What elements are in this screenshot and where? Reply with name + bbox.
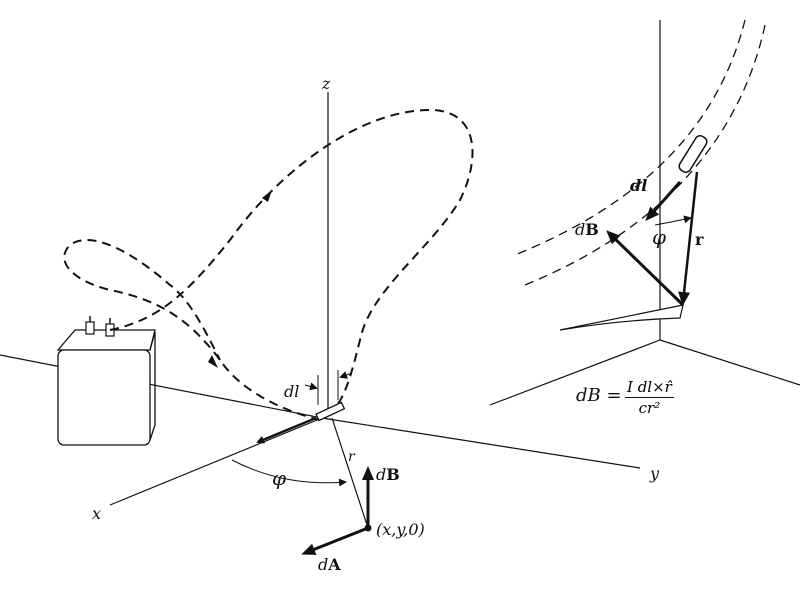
inset-current-element bbox=[678, 134, 708, 174]
formula-lhs: dB = bbox=[576, 385, 622, 406]
phi-label: φ bbox=[272, 466, 287, 490]
battery bbox=[56, 316, 156, 446]
x-axis-label: x bbox=[92, 504, 102, 523]
inset-phi-arc bbox=[654, 215, 692, 226]
inset-dB-vector bbox=[606, 230, 685, 307]
inset-phi-label: φ bbox=[652, 225, 667, 249]
inset-dl-arrow bbox=[645, 181, 682, 221]
current-element bbox=[315, 401, 346, 422]
z-axis-label: z bbox=[322, 74, 331, 93]
inset-r-vector bbox=[678, 171, 699, 306]
dl-arrow bbox=[256, 416, 317, 444]
x-axis bbox=[109, 417, 323, 506]
current-loop bbox=[63, 108, 474, 421]
formula-denominator: cr² bbox=[638, 399, 661, 417]
inset-wire bbox=[514, 19, 746, 256]
point-label: (x,y,0) bbox=[376, 520, 425, 539]
dA-label: dA bbox=[318, 555, 341, 574]
phi-arc bbox=[231, 459, 347, 487]
dB-label: dB bbox=[376, 465, 400, 484]
current-arrow bbox=[262, 190, 272, 202]
y-axis bbox=[321, 417, 641, 469]
inset-dl-label: dl bbox=[630, 176, 648, 195]
inset-floor bbox=[489, 339, 661, 406]
inset-cone bbox=[559, 304, 684, 331]
inset-wire bbox=[524, 24, 766, 286]
dl-label: dl bbox=[284, 382, 300, 401]
inset-r-label: r bbox=[695, 230, 704, 249]
y-axis-label: y bbox=[650, 464, 660, 483]
inset-floor bbox=[659, 339, 800, 386]
current-arrow bbox=[208, 355, 218, 368]
floor-line bbox=[0, 354, 323, 419]
r-label: r bbox=[348, 449, 355, 465]
r-line bbox=[331, 417, 369, 529]
dA-vector bbox=[301, 526, 369, 555]
formula-numerator: I dl×r̂ bbox=[625, 378, 674, 398]
formula-fraction: I dl×r̂ cr² bbox=[625, 378, 674, 417]
inset-dB-label: dB bbox=[575, 220, 599, 239]
